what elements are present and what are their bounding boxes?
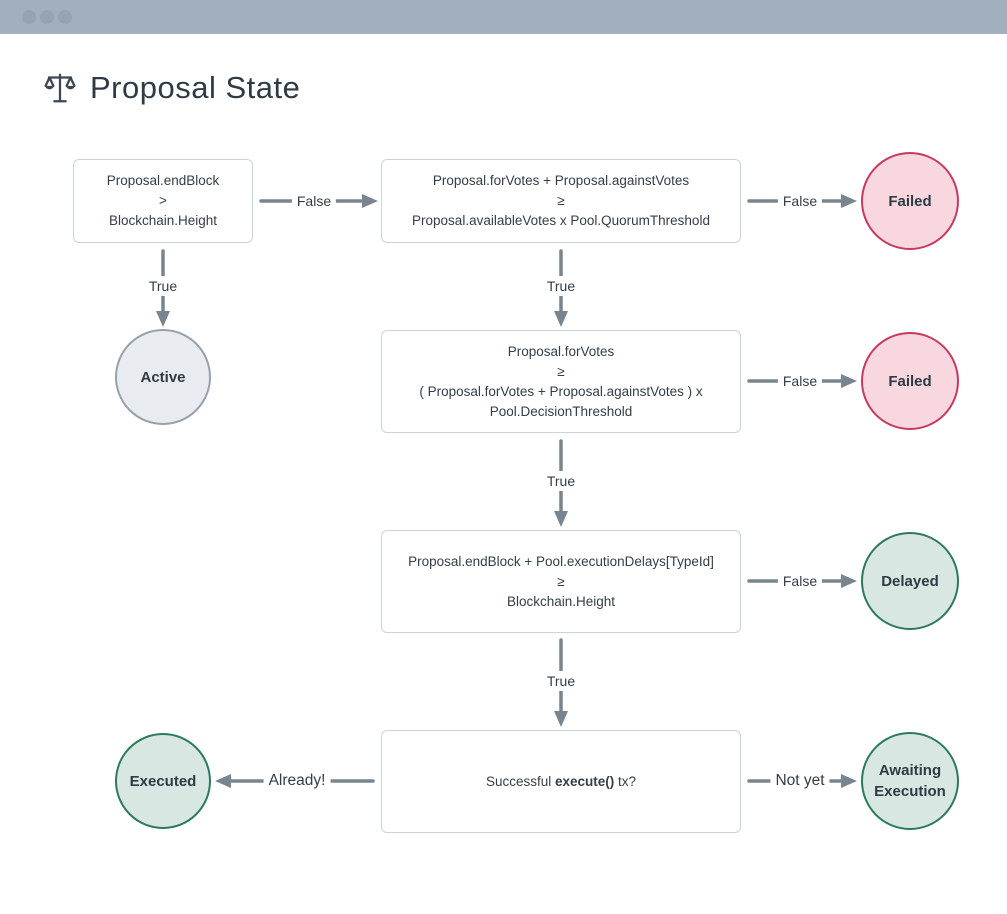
edge-label-false: False <box>291 191 337 211</box>
state-label: Executed <box>129 772 197 790</box>
window-dot <box>58 10 72 24</box>
condition-line: ≥ <box>557 573 565 589</box>
condition-line: Proposal.endBlock + Pool.executionDelays… <box>408 553 714 569</box>
condition-execute-box: Successful execute() tx? <box>381 730 741 833</box>
window-dot <box>22 10 36 24</box>
condition-line: Proposal.endBlock <box>106 173 220 188</box>
edge-label-already: Already! <box>263 770 331 792</box>
condition-line: Blockchain.Height <box>108 213 218 228</box>
state-active-circle: Active <box>115 329 211 425</box>
edge-label-false: False <box>777 571 823 591</box>
condition-line: Proposal.availableVotes x Pool.QuorumThr… <box>412 213 710 228</box>
edge-label-false: False <box>777 371 823 391</box>
edge-label-true: True <box>541 471 581 491</box>
state-label: Delayed <box>881 572 939 590</box>
condition-text: tx? <box>614 773 637 789</box>
page-header: Proposal State <box>42 70 300 106</box>
window-titlebar <box>0 0 1007 34</box>
state-awaiting-execution-circle: Awaiting Execution <box>861 732 959 830</box>
condition-line: > <box>159 193 167 208</box>
condition-text: Successful <box>485 773 555 789</box>
condition-line: Pool.DecisionThreshold <box>489 403 633 419</box>
condition-line: ≥ <box>557 363 565 379</box>
page-title: Proposal State <box>90 70 301 105</box>
condition-line: Successful execute() tx? <box>486 772 636 792</box>
state-failed-circle: Failed <box>861 152 959 250</box>
edge-label-true: True <box>143 276 183 296</box>
condition-delay-box: Proposal.endBlock + Pool.executionDelays… <box>381 530 741 633</box>
condition-quorum-box: Proposal.forVotes + Proposal.againstVote… <box>381 159 741 243</box>
state-label: Failed <box>888 192 932 210</box>
state-delayed-circle: Delayed <box>861 532 959 630</box>
state-label: Failed <box>888 372 932 390</box>
state-label: Awaiting Execution <box>874 762 946 800</box>
condition-line: ( Proposal.forVotes + Proposal.againstVo… <box>419 383 703 399</box>
state-executed-circle: Executed <box>115 733 211 829</box>
condition-code-text: execute() <box>554 773 615 789</box>
edge-label-not-yet: Not yet <box>770 770 830 792</box>
condition-endblock-box: Proposal.endBlock > Blockchain.Height <box>73 159 253 243</box>
condition-decision-box: Proposal.forVotes ≥ ( Proposal.forVotes … <box>381 330 741 433</box>
condition-line: Proposal.forVotes <box>507 343 615 359</box>
edge-label-true: True <box>541 671 581 691</box>
edge-label-true: True <box>541 276 581 296</box>
condition-line: Proposal.forVotes + Proposal.againstVote… <box>432 173 690 188</box>
edge-label-false: False <box>777 191 823 211</box>
window-dot <box>40 10 54 24</box>
state-failed-circle: Failed <box>861 332 959 430</box>
condition-line: ≥ <box>557 193 565 208</box>
scales-icon <box>44 73 76 103</box>
state-label: Active <box>140 368 186 386</box>
condition-line: Blockchain.Height <box>506 593 616 609</box>
